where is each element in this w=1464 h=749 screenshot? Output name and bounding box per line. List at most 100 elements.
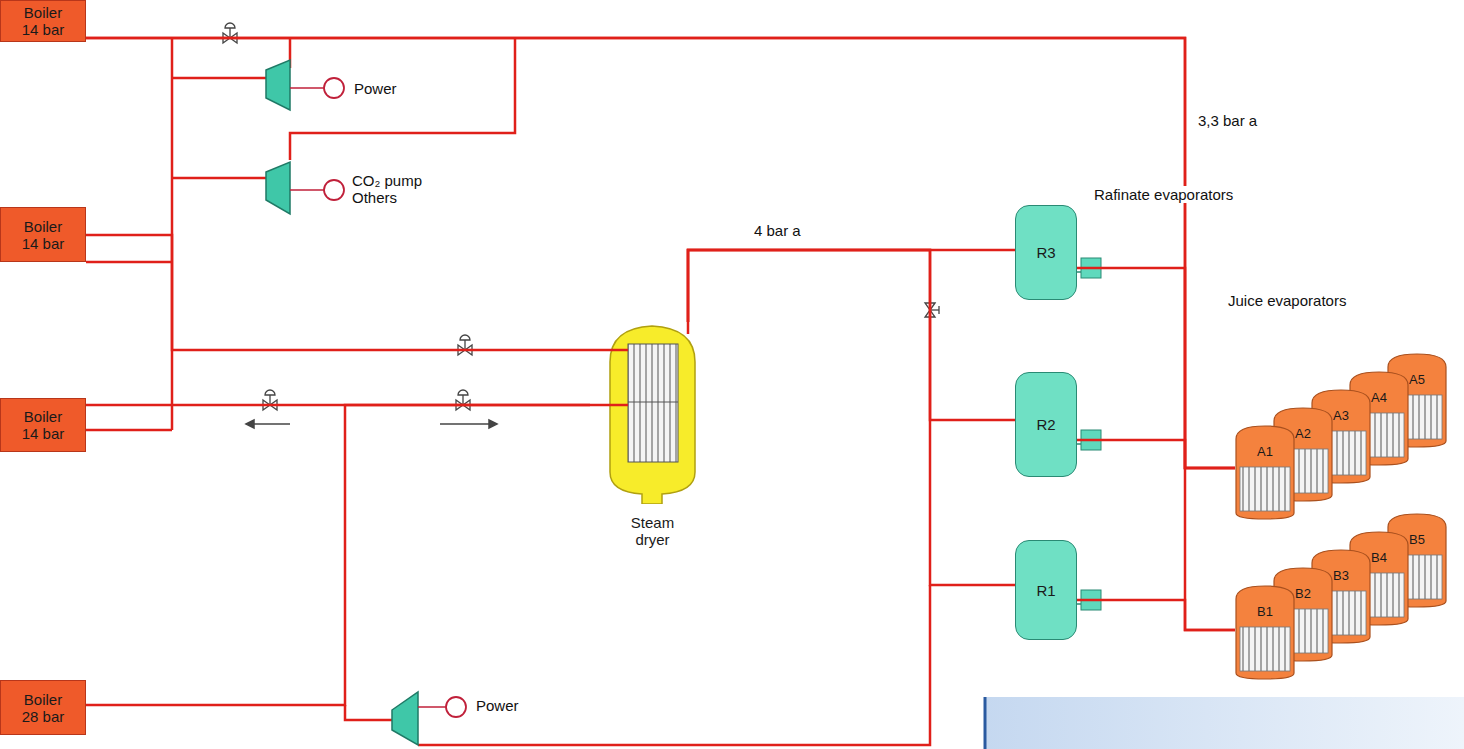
evaporator-body	[1235, 585, 1295, 680]
generator-symbol	[324, 180, 344, 200]
boiler-label: Boiler 14 bar	[15, 4, 71, 38]
evaporator-shell	[1236, 426, 1294, 519]
evaporator-shell	[1350, 372, 1408, 465]
tube-section	[1316, 431, 1366, 475]
evaporator-tag: A3	[1333, 407, 1349, 424]
tube-section	[1278, 449, 1328, 493]
turbine-inlet	[345, 705, 392, 720]
evaporator-tag: R1	[1036, 582, 1055, 599]
turbine-symbol	[266, 162, 290, 214]
valve-stem	[930, 309, 939, 310]
steam-pipe	[688, 250, 1015, 585]
valve-actuator	[460, 335, 470, 340]
evaporator-tag: B4	[1371, 549, 1387, 566]
tube-section	[1354, 573, 1404, 617]
inlet-stub	[590, 349, 628, 352]
boiler-pipe	[86, 261, 172, 264]
turbine-symbol	[266, 60, 290, 110]
tube-section	[1278, 609, 1328, 653]
valve-handwheel	[938, 306, 939, 314]
evaporator-shell	[1274, 408, 1332, 501]
valve-symbol	[456, 390, 470, 410]
steam-dryer: Steam dryer	[590, 322, 715, 548]
outlet-neck	[1077, 603, 1081, 605]
generator-symbol	[446, 697, 466, 717]
juice-evaporator: A1	[1235, 425, 1295, 520]
boiler-label: Boiler 14 bar	[15, 218, 71, 252]
evaporator-tag: B1	[1257, 603, 1273, 620]
turbine-inlet	[172, 77, 266, 80]
boiler-label: Boiler 28 bar	[15, 691, 71, 725]
evaporator-outlets	[1077, 258, 1101, 610]
valve-stem	[269, 395, 270, 405]
rafinate-evaporator: R3	[1015, 205, 1077, 300]
evaporator-tag: A2	[1295, 425, 1311, 442]
boiler-box: Boiler 14 bar	[0, 398, 86, 452]
valve-actuator	[458, 390, 468, 395]
dryer-vessel	[590, 322, 715, 504]
turbine-exhaust	[418, 585, 930, 745]
evaporator-body	[1235, 425, 1295, 520]
tube-section	[1354, 413, 1404, 457]
steam-pipes	[86, 38, 930, 745]
valve-stem	[464, 340, 465, 350]
flow-arrows	[246, 420, 497, 428]
tube-section	[1392, 555, 1442, 599]
outlet-neck	[1077, 271, 1081, 273]
boiler-box: Boiler 14 bar	[0, 207, 86, 262]
flow-arrow	[440, 423, 490, 425]
pressure-label: 4 bar a	[752, 222, 803, 239]
flow-arrow-head	[246, 420, 254, 428]
generator-label: Power	[474, 697, 521, 714]
steam-pipe	[688, 250, 1015, 420]
shaft	[290, 189, 324, 191]
steam-pipe	[1077, 600, 1235, 630]
flow-arrow-head	[489, 420, 497, 428]
evaporator-tag: B3	[1333, 567, 1349, 584]
tube-bundle	[628, 344, 678, 462]
flow-arrow	[252, 423, 290, 425]
valve-actuator	[225, 23, 235, 28]
evaporator-tag: B5	[1409, 531, 1425, 548]
evaporator-tag: A5	[1409, 371, 1425, 388]
tube-section	[1240, 627, 1290, 671]
valve-stem	[462, 395, 463, 405]
steam-pipe	[688, 250, 1015, 322]
outlet-stub	[687, 322, 690, 334]
generator-label: Power	[352, 80, 399, 97]
evaporator-tag: B2	[1295, 585, 1311, 602]
inlet-stub	[590, 404, 628, 407]
evaporator-shell	[1388, 354, 1446, 447]
boiler-box: Boiler 14 bar	[0, 0, 86, 42]
evaporator-shell	[1274, 568, 1332, 661]
tube-divider	[628, 402, 678, 403]
valve-actuator	[265, 390, 275, 395]
shaft	[418, 706, 446, 708]
valve-symbol	[223, 23, 237, 43]
pressure-label: 3,3 bar a	[1196, 112, 1259, 129]
valve-symbol	[458, 335, 472, 355]
steam-pipe	[86, 235, 590, 350]
vessel-outline	[610, 326, 695, 504]
evaporator-tag: A4	[1371, 389, 1387, 406]
group-label: Juice evaporators	[1226, 292, 1348, 309]
panel-edge	[984, 697, 987, 749]
boiler-label: Boiler 14 bar	[15, 408, 71, 442]
rafinate-evaporator: R2	[1015, 372, 1077, 477]
generator-symbol	[324, 78, 344, 98]
steam-pipe	[1077, 268, 1235, 468]
slide-panel	[985, 697, 1464, 749]
evaporator-tag: R2	[1036, 416, 1055, 433]
valve-stem	[229, 28, 230, 38]
rafinate-evaporator: R1	[1015, 540, 1077, 640]
valves	[223, 23, 939, 410]
steam-pipe	[1077, 440, 1235, 468]
equipment-name: Steam dryer	[622, 514, 684, 548]
boiler-pipe	[86, 429, 172, 432]
evaporator-shell	[1350, 532, 1408, 625]
evaporator-shell	[1312, 550, 1370, 643]
steam-pipe	[86, 405, 590, 705]
valve-symbol	[263, 390, 277, 410]
tube-section	[1316, 591, 1366, 635]
tube-section	[1392, 395, 1442, 439]
